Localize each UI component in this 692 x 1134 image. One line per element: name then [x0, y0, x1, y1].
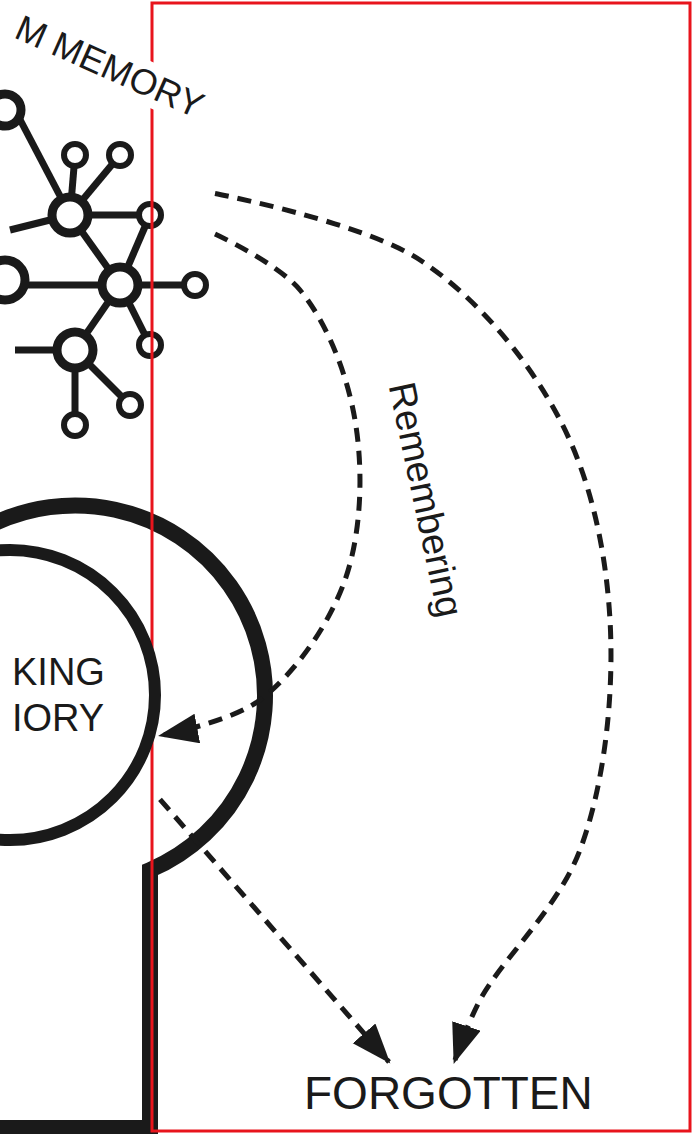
highlight-frame	[152, 3, 690, 1131]
dashed-arrow	[160, 799, 389, 1062]
outcome-node: FORGOTTEN	[300, 1062, 597, 1125]
node-label: FORGOTTEN	[304, 1066, 593, 1121]
outer-ring	[0, 505, 265, 1128]
node-label: M MEMORY	[7, 5, 212, 128]
node-label: KING IORY	[12, 650, 122, 741]
edge-label: Remembering	[378, 379, 472, 622]
memory-circle: KING IORY	[0, 550, 160, 840]
dashed-arrow	[160, 234, 360, 736]
circle-outline-shape	[0, 550, 155, 840]
circle-outline	[0, 550, 160, 840]
network-icon	[0, 94, 206, 436]
dashed-arrow	[215, 194, 611, 1063]
memory-store: M MEMORY	[0, 0, 215, 450]
